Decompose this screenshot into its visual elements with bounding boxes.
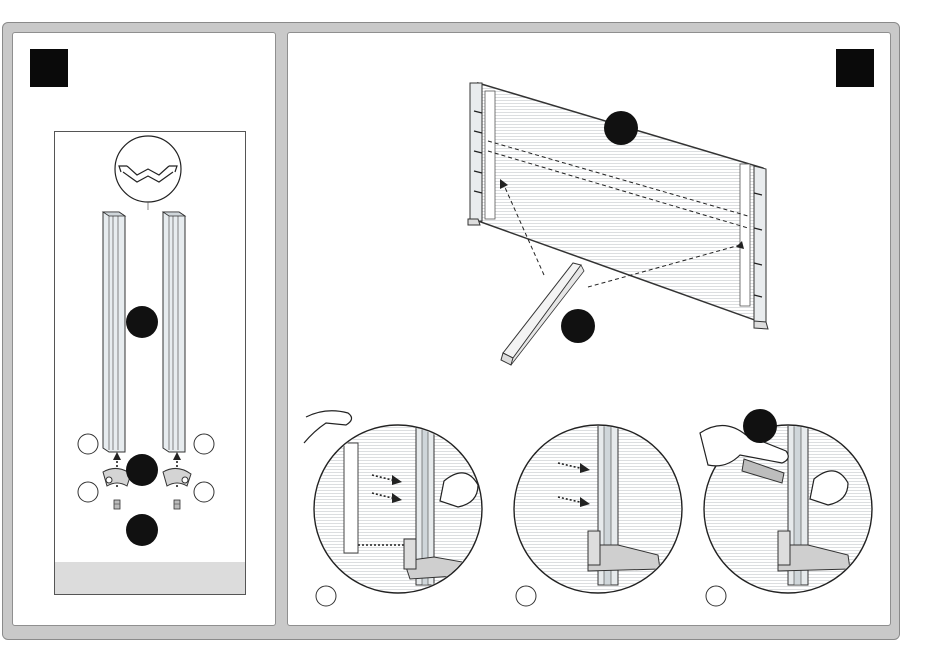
aluminium-post — [163, 212, 185, 452]
callout-dot — [743, 409, 777, 443]
detail-view-2 — [514, 425, 682, 606]
callout-dot — [561, 309, 595, 343]
base-bracket — [163, 468, 191, 486]
label-circle — [316, 586, 336, 606]
parts-footer — [55, 562, 245, 594]
detail-view-3 — [700, 409, 872, 606]
label-circle — [78, 482, 98, 502]
callout-dot — [126, 514, 158, 546]
step-marker-left — [30, 49, 68, 87]
label-circle — [78, 434, 98, 454]
aluminium-post — [103, 212, 125, 452]
callout-dot — [126, 454, 158, 486]
assembly-illustration — [288, 33, 890, 625]
right-step-panel — [287, 32, 891, 626]
screw — [174, 500, 180, 509]
label-circle — [194, 482, 214, 502]
hand-icon — [304, 411, 352, 443]
label-circle — [706, 586, 726, 606]
post-profile-detail-icon — [115, 136, 181, 210]
label-circle — [516, 586, 536, 606]
callout-dot — [604, 111, 638, 145]
instruction-sheet — [2, 22, 900, 640]
label-circle — [194, 434, 214, 454]
callout-dot — [126, 306, 158, 338]
left-step-panel — [12, 32, 276, 626]
parts-illustration — [55, 132, 245, 594]
detail-view-1 — [304, 411, 482, 606]
screw — [114, 500, 120, 509]
parts-box — [54, 131, 246, 595]
